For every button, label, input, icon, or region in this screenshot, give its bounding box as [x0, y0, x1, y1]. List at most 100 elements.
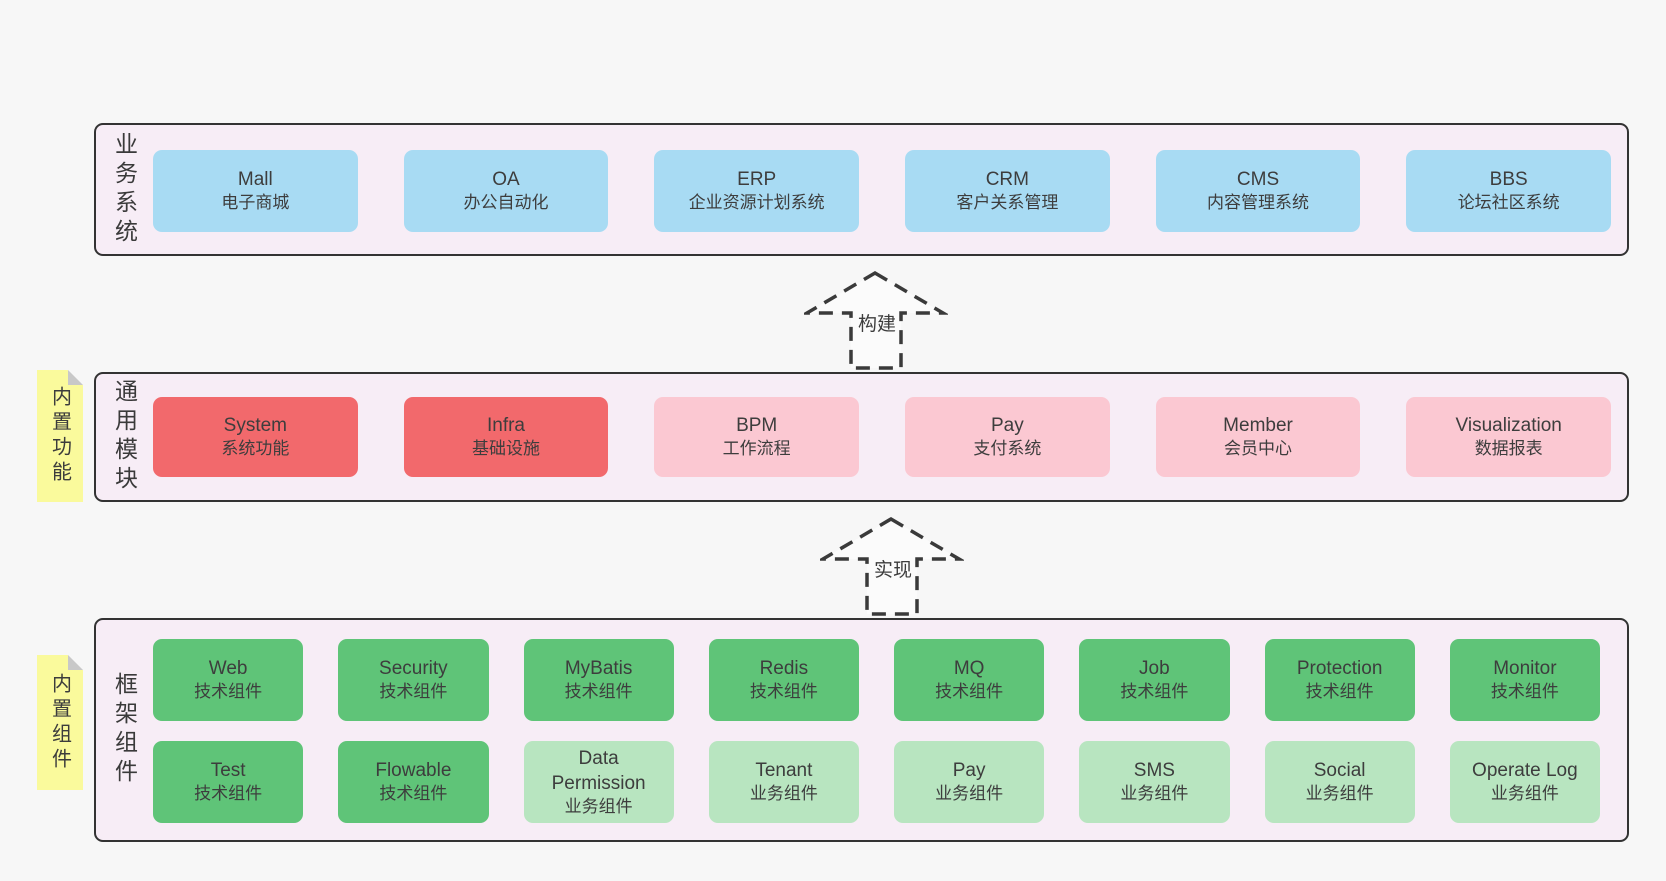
node-en-label: Tenant — [755, 760, 813, 782]
node-mq: MQ 技术组件 — [894, 639, 1045, 721]
node-zh-label: 论坛社区系统 — [1457, 193, 1560, 213]
node-oa: OA 办公自动化 — [403, 150, 609, 232]
node-en-label: Job — [1139, 658, 1170, 680]
node-visualization: Visualization 数据报表 — [1406, 397, 1612, 477]
node-zh-label: 会员中心 — [1224, 439, 1293, 459]
node-zh-label: 工作流程 — [722, 439, 791, 459]
node-en-label: CRM — [985, 169, 1029, 191]
components-row-1: Web 技术组件 Security 技术组件 MyBatis 技术组件 Redi… — [153, 639, 1600, 721]
sticky-built-in-features: 内置功能 — [37, 370, 83, 502]
node-en-label: MQ — [953, 658, 985, 680]
node-en-label: Mall — [237, 169, 273, 191]
node-zh-label: 业务组件 — [1120, 784, 1189, 804]
node-en-label: Security — [379, 658, 448, 680]
node-en-label: Pay — [990, 415, 1024, 437]
node-zh-label: 技术组件 — [1490, 682, 1559, 702]
node-mall: Mall 电子商城 — [153, 150, 358, 232]
node-zh-label: 客户关系管理 — [956, 193, 1059, 213]
node-zh-label: 电子商城 — [221, 193, 290, 213]
node-en-label: ERP — [737, 169, 777, 191]
node-en-label: BBS — [1489, 169, 1528, 191]
up-arrow-outline — [804, 270, 948, 370]
build-arrow: 构建 — [804, 270, 948, 370]
node-zh-label: 内容管理系统 — [1207, 193, 1310, 213]
node-en-label: Operate Log — [1472, 760, 1578, 782]
node-operate-log: Operate Log 业务组件 — [1449, 741, 1600, 823]
node-zh-label: 基础设施 — [472, 439, 540, 459]
node-mybatis: MyBatis 技术组件 — [523, 639, 674, 721]
node-zh-label: 业务组件 — [749, 784, 818, 804]
up-arrow-outline — [820, 516, 964, 616]
node-test: Test 技术组件 — [153, 741, 304, 823]
node-en-label: Pay — [952, 760, 986, 782]
modules-nodes-row: System 系统功能 Infra 基础设施 BPM 工作流程 Pay 支付系统… — [153, 397, 1612, 477]
node-zh-label: 业务组件 — [935, 784, 1004, 804]
band-framework-components: 框架组件 Web 技术组件 Security 技术组件 MyBatis 技术组件… — [94, 618, 1629, 842]
node-web: Web 技术组件 — [153, 639, 304, 721]
node-zh-label: 技术组件 — [379, 682, 448, 702]
node-flowable: Flowable 技术组件 — [338, 741, 489, 823]
node-member: Member 会员中心 — [1155, 397, 1361, 477]
node-pay: Pay 支付系统 — [905, 397, 1110, 477]
node-zh-label: 办公自动化 — [463, 193, 549, 213]
band-components-label: 框架组件 — [111, 672, 138, 788]
node-zh-label: 业务组件 — [564, 796, 633, 816]
business-nodes-row: Mall 电子商城 OA 办公自动化 ERP 企业资源计划系统 CRM 客户关系… — [153, 150, 1612, 232]
node-protection: Protection 技术组件 — [1264, 639, 1415, 721]
node-en-label: Data Permission — [551, 747, 646, 794]
node-en-label: Member — [1223, 415, 1293, 437]
node-sms: SMS 业务组件 — [1079, 741, 1230, 823]
node-zh-label: 技术组件 — [379, 784, 448, 804]
node-zh-label: 技术组件 — [564, 682, 633, 702]
node-en-label: Web — [208, 658, 248, 680]
node-en-label: Visualization — [1455, 415, 1562, 437]
node-zh-label: 技术组件 — [935, 682, 1004, 702]
node-data-permission: Data Permission 业务组件 — [523, 741, 674, 823]
node-crm: CRM 客户关系管理 — [905, 150, 1110, 232]
node-en-label: SMS — [1133, 760, 1175, 782]
node-en-label: CMS — [1236, 169, 1280, 191]
node-zh-label: 业务组件 — [1490, 784, 1559, 804]
node-zh-label: 数据报表 — [1474, 439, 1543, 459]
node-pay-biz: Pay 业务组件 — [894, 741, 1045, 823]
node-security: Security 技术组件 — [338, 639, 489, 721]
node-zh-label: 系统功能 — [221, 439, 290, 459]
node-bpm: BPM 工作流程 — [654, 397, 860, 477]
components-row-2: Test 技术组件 Flowable 技术组件 Data Permission … — [153, 741, 1600, 823]
node-zh-label: 业务组件 — [1305, 784, 1374, 804]
build-arrow-label: 构建 — [858, 313, 896, 335]
node-en-label: BPM — [736, 415, 778, 437]
band-business-systems: 业务系统 Mall 电子商城 OA 办公自动化 ERP 企业资源计划系统 CRM… — [94, 123, 1629, 256]
node-cms: CMS 内容管理系统 — [1155, 150, 1361, 232]
node-en-label: Infra — [486, 415, 526, 437]
sticky-built-in-components: 内置组件 — [37, 655, 83, 790]
node-en-label: Test — [210, 760, 246, 782]
implement-arrow-label: 实现 — [874, 559, 912, 581]
node-en-label: MyBatis — [564, 658, 633, 680]
node-en-label: OA — [492, 169, 520, 191]
node-en-label: Redis — [759, 658, 809, 680]
node-en-label: System — [223, 415, 288, 437]
node-erp: ERP 企业资源计划系统 — [654, 150, 860, 232]
node-en-label: Flowable — [375, 760, 452, 782]
node-bbs: BBS 论坛社区系统 — [1406, 150, 1612, 232]
band-modules-label: 通用模块 — [111, 379, 138, 495]
node-zh-label: 技术组件 — [194, 784, 263, 804]
node-en-label: Protection — [1296, 658, 1383, 680]
node-job: Job 技术组件 — [1079, 639, 1230, 721]
band-business-label: 业务系统 — [111, 131, 138, 248]
node-zh-label: 技术组件 — [1305, 682, 1374, 702]
node-zh-label: 技术组件 — [194, 682, 263, 702]
node-monitor: Monitor 技术组件 — [1449, 639, 1600, 721]
node-en-label: Social — [1313, 760, 1366, 782]
implement-arrow: 实现 — [820, 516, 964, 616]
band-common-modules: 通用模块 System 系统功能 Infra 基础设施 BPM 工作流程 Pay… — [94, 372, 1629, 502]
node-zh-label: 支付系统 — [973, 439, 1042, 459]
node-social: Social 业务组件 — [1264, 741, 1415, 823]
node-system: System 系统功能 — [153, 397, 358, 477]
node-tenant: Tenant 业务组件 — [708, 741, 859, 823]
node-zh-label: 技术组件 — [1120, 682, 1189, 702]
node-redis: Redis 技术组件 — [708, 639, 859, 721]
node-zh-label: 技术组件 — [749, 682, 818, 702]
